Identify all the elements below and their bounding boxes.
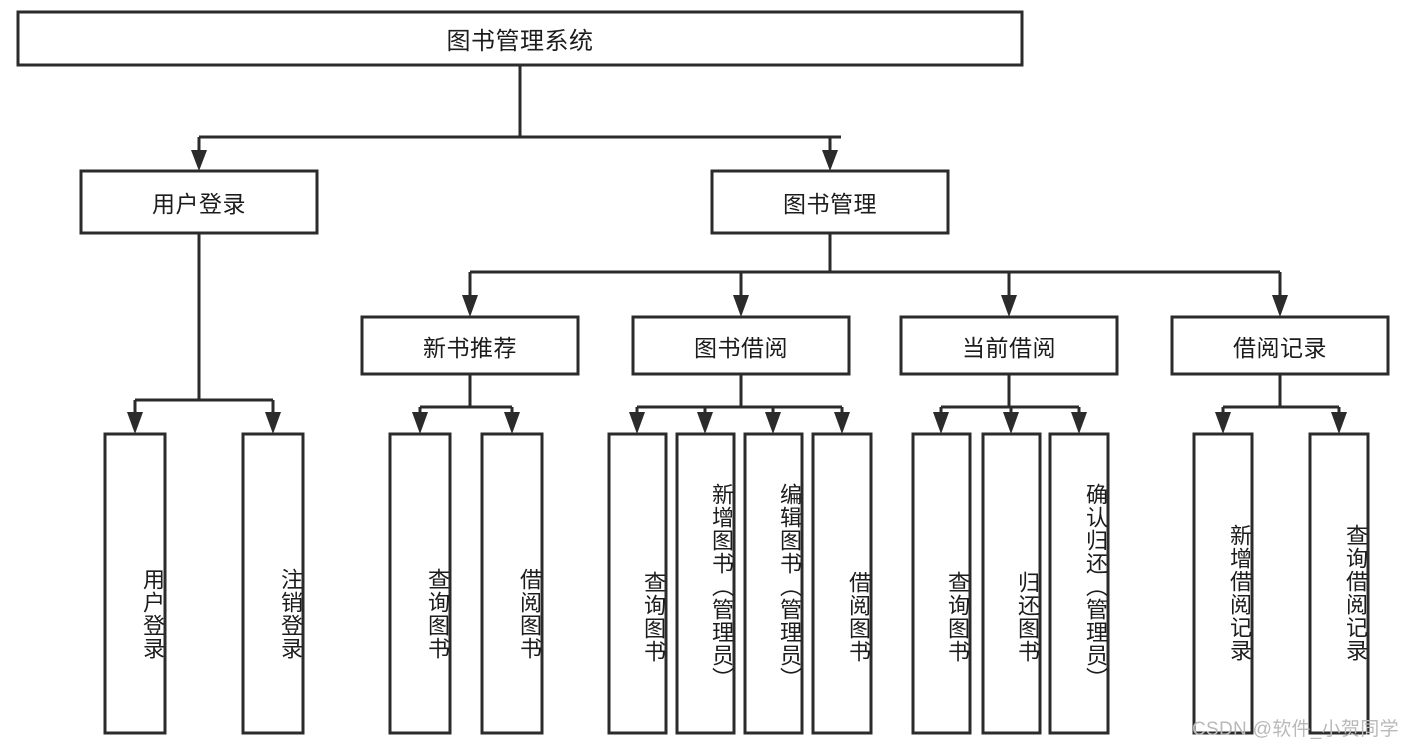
node-box-book-borrow[interactable] [631,315,851,376]
arrowhead-leaf-query-book-rec [412,412,428,434]
connector-new-book-recommend-to-leaves [412,374,520,434]
node-box-root[interactable] [16,10,1024,67]
arrowhead-borrow-record [1272,295,1288,317]
node-box-leaf-user-logout[interactable] [241,432,305,735]
node-box-user-login[interactable] [79,169,319,235]
connector-root-to-level2 [191,65,841,171]
arrowhead-leaf-add-book-admin [697,412,713,434]
node-box-leaf-borrow-book[interactable] [811,432,873,735]
connector-book-manage-to-level3 [462,233,1288,317]
arrowhead-leaf-confirm-return-admin [1071,412,1087,434]
watermark-text: CSDN @软件_小贺同学 [1192,719,1399,740]
arrowhead-leaf-user-login [127,412,143,434]
node-box-leaf-user-login[interactable] [103,432,167,735]
node-box-leaf-return-book[interactable] [981,432,1042,735]
arrowhead-leaf-borrow-book-rec [504,412,520,434]
arrowhead-new-book-recommend [462,295,478,317]
node-box-book-manage[interactable] [710,169,950,235]
node-box-leaf-query-book-current[interactable] [911,432,972,735]
connector-current-borrow-to-leaves [933,374,1087,434]
node-box-new-book-recommend[interactable] [360,315,580,376]
arrowhead-user-login [191,150,207,171]
arrowhead-leaf-query-book-borrow [629,412,645,434]
arrowhead-leaf-return-book [1003,412,1019,434]
node-box-leaf-query-borrow-record[interactable] [1308,432,1370,735]
arrowhead-leaf-query-borrow-record [1331,412,1347,434]
node-box-leaf-borrow-book-rec[interactable] [480,432,544,735]
connector-book-borrow-to-leaves [629,374,850,434]
arrowhead-book-manage [822,150,838,171]
arrowhead-leaf-user-logout [265,412,281,434]
arrowhead-leaf-add-borrow-record [1215,412,1231,434]
connector-user-login-to-leaves [127,233,281,434]
node-box-leaf-edit-book-admin[interactable] [743,432,804,735]
arrowhead-book-borrow [733,295,749,317]
node-box-leaf-add-borrow-record[interactable] [1192,432,1254,735]
node-box-leaf-confirm-return-admin[interactable] [1048,432,1110,735]
connector-borrow-record-to-leaves [1215,374,1347,434]
node-box-leaf-query-book-borrow[interactable] [607,432,668,735]
arrowhead-current-borrow [1001,295,1017,317]
node-box-current-borrow[interactable] [899,315,1119,376]
node-box-leaf-query-book-rec[interactable] [388,432,452,735]
arrowhead-leaf-query-book-current [933,412,949,434]
node-box-borrow-record[interactable] [1170,315,1390,376]
node-box-leaf-add-book-admin[interactable] [675,432,736,735]
arrowhead-leaf-borrow-book [834,412,850,434]
arrowhead-leaf-edit-book-admin [765,412,781,434]
